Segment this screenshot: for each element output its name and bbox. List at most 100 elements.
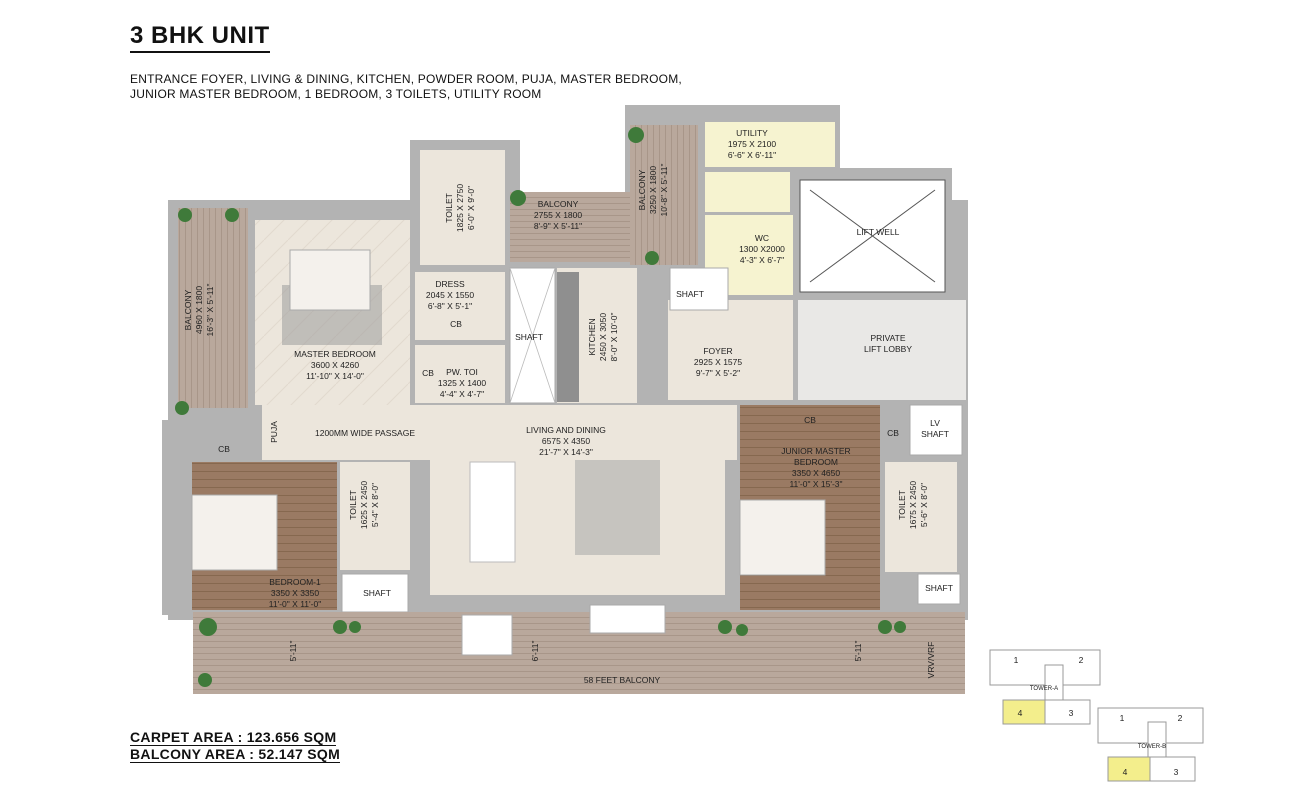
shaft-right-label: SHAFT xyxy=(925,583,953,593)
foyer-name: FOYER xyxy=(703,346,732,356)
living-name: LIVING AND DINING xyxy=(526,425,606,435)
private-lift-lobby-floor xyxy=(798,300,966,400)
toilet-top-dim-mm: 1825 X 2750 xyxy=(455,184,465,232)
toilet-left-name: TOILET xyxy=(348,490,358,520)
cb-pw-label: CB xyxy=(422,368,434,378)
balcony-rt-dim-ft: 10'-8" X 5'-11" xyxy=(659,163,669,216)
balcony-left-floor xyxy=(178,208,248,408)
lift-well-cross xyxy=(809,189,936,283)
toilet-right-name: TOILET xyxy=(897,490,907,520)
key-b-3: 3 xyxy=(1174,767,1179,777)
wc-name: WC xyxy=(755,233,769,243)
key-b-2: 2 xyxy=(1178,713,1183,723)
key-a-4: 4 xyxy=(1018,708,1023,718)
shaft-right xyxy=(917,573,961,605)
toilet-left-dim-mm: 1625 X 2450 xyxy=(359,481,369,529)
master-bedroom-dim-mm: 3600 X 4260 xyxy=(311,360,359,370)
toilet-left-floor xyxy=(340,462,410,570)
toilet-right-floor xyxy=(885,462,957,572)
toilet-top-floor xyxy=(420,150,505,265)
toilet-right-dim-mm: 1675 X 2450 xyxy=(908,481,918,529)
pw-toi-name: PW. TOI xyxy=(446,367,478,377)
shaft-foyer xyxy=(669,267,729,311)
lift-lobby-name: PRIVATE xyxy=(870,333,905,343)
key-b-4: 4 xyxy=(1123,767,1128,777)
dress-dim-mm: 2045 X 1550 xyxy=(426,290,474,300)
utility-floor xyxy=(705,122,835,167)
key-a-2: 2 xyxy=(1079,655,1084,665)
dim-mid: 6'-11" xyxy=(530,640,540,661)
vrv-label: VRV/VRF xyxy=(926,642,936,679)
junior-master-dim-mm: 3350 X 4650 xyxy=(792,468,840,478)
pw-toi-dim-ft: 4'-4" X 4'-7" xyxy=(440,389,484,399)
junior-bed xyxy=(739,499,826,576)
dress-dim-ft: 6'-8" X 5'-1" xyxy=(428,301,472,311)
junior-master-name: JUNIOR MASTER xyxy=(781,446,850,456)
wc-dim-ft: 4'-3" X 6'-7" xyxy=(740,255,784,265)
shaft-left-label: SHAFT xyxy=(363,588,391,598)
key-tower-a: TOWER-A xyxy=(1030,686,1058,692)
balcony-58-floor xyxy=(193,612,965,694)
plants xyxy=(175,127,906,687)
balcony-rt-name: BALCONY xyxy=(637,169,647,210)
bedroom1-dim-ft: 11'-0" X 11'-0" xyxy=(269,599,321,609)
toilet-left-dim-ft: 5'-4" X 8'-0" xyxy=(370,483,380,527)
balcony-left-dim-ft: 16'-3" X 5'-11" xyxy=(205,283,215,336)
shaft-left xyxy=(341,573,409,613)
bedroom1-dim-mm: 3350 X 3350 xyxy=(271,588,319,598)
plan-title: 3 BHK UNIT xyxy=(130,22,270,53)
utility-name: UTILITY xyxy=(736,128,768,138)
balcony-rt-dim-mm: 3250 X 1800 xyxy=(648,166,658,214)
dress-floor xyxy=(415,272,505,340)
cb-right-label: CB xyxy=(887,428,899,438)
key-b-1: 1 xyxy=(1120,713,1125,723)
lift-lobby-name-2: LIFT LOBBY xyxy=(864,344,912,354)
lv-label: LV xyxy=(930,418,940,428)
balcony-left-name: BALCONY xyxy=(183,289,193,330)
foyer-dim-ft: 9'-7" X 5'-2" xyxy=(696,368,740,378)
living-dim-ft: 21'-7" X 14'-3" xyxy=(539,447,593,457)
master-bedroom-dim-ft: 11'-10" X 14'-0" xyxy=(306,371,364,381)
key-a-1: 1 xyxy=(1014,655,1019,665)
living-dim-mm: 6575 X 4350 xyxy=(542,436,590,446)
bedroom1-name: BEDROOM-1 xyxy=(269,577,321,587)
cb-junior-label: CB xyxy=(804,415,816,425)
kitchen-counter xyxy=(557,272,579,402)
utility-dim-ft: 6'-6" X 6'-11" xyxy=(728,150,776,160)
toilet-top-name: TOILET xyxy=(444,193,454,223)
puja-label: PUJA xyxy=(269,421,279,443)
lv-shaft-label: SHAFT xyxy=(921,429,949,439)
balcony-top-dim-mm: 2755 X 1800 xyxy=(534,210,582,220)
pw-toi-dim-mm: 1325 X 1400 xyxy=(438,378,486,388)
master-bedroom-name: MASTER BEDROOM xyxy=(294,349,376,359)
cb-dress-label: CB xyxy=(450,319,462,329)
bedroom1-bed xyxy=(191,494,278,571)
key-unit-b4 xyxy=(1107,756,1151,782)
balcony-area: BALCONY AREA : 52.147 SQM xyxy=(130,746,341,763)
balcony-right-top-floor xyxy=(630,125,698,265)
living-rug xyxy=(575,460,660,555)
dress-name: DRESS xyxy=(435,279,465,289)
junior-master-dim-ft: 11'-0" X 15'-3" xyxy=(789,479,842,489)
lift-well-name: LIFT WELL xyxy=(857,227,900,237)
balcony-58-name: 58 FEET BALCONY xyxy=(584,675,661,685)
foyer-floor xyxy=(668,300,793,400)
carpet-area: CARPET AREA : 123.656 SQM xyxy=(130,729,337,746)
balcony-top-dim-ft: 8'-9" X 5'-11" xyxy=(534,221,582,231)
shaft-foyer-label: SHAFT xyxy=(676,289,704,299)
room-list-line-2: JUNIOR MASTER BEDROOM, 1 BEDROOM, 3 TOIL… xyxy=(130,87,542,101)
dim-left: 5'-11" xyxy=(288,640,298,661)
key-unit-a4 xyxy=(1002,699,1046,725)
wc-dim-mm: 1300 X2000 xyxy=(739,244,785,254)
junior-master-name-2: BEDROOM xyxy=(794,457,838,467)
utility-lower-floor xyxy=(705,172,790,212)
lv-shaft xyxy=(909,404,963,456)
utility-dim-mm: 1975 X 2100 xyxy=(728,139,776,149)
shaft-kitchen-label: SHAFT xyxy=(515,332,543,342)
balcony-top-floor xyxy=(510,192,635,262)
balcony-top-name: BALCONY xyxy=(538,199,579,209)
key-a-3: 3 xyxy=(1069,708,1074,718)
balcony-left-dim-mm: 4960 X 1800 xyxy=(194,286,204,334)
room-list-line-1: ENTRANCE FOYER, LIVING & DINING, KITCHEN… xyxy=(130,72,682,86)
